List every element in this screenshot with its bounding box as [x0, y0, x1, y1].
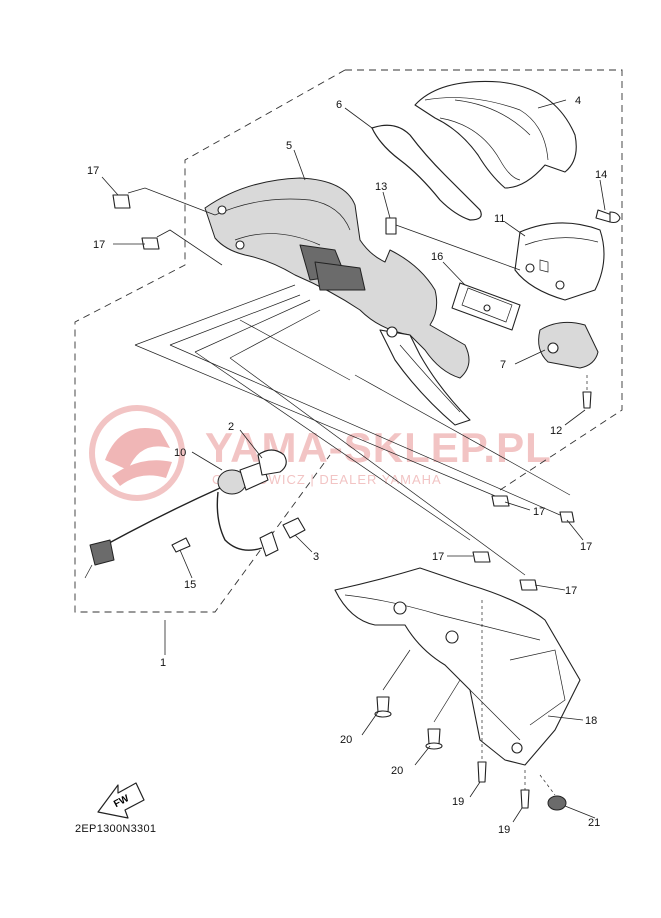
callout-7: 7	[500, 359, 506, 371]
callout-17-a: 17	[87, 165, 99, 177]
callout-20-b: 20	[391, 765, 403, 777]
guide-lines	[134, 284, 571, 576]
part-21-grommet	[539, 774, 567, 811]
part-6-gasket	[371, 124, 482, 221]
callout-11: 11	[494, 213, 505, 225]
callout-3: 3	[313, 551, 319, 563]
callout-2: 2	[228, 421, 234, 433]
part-18-fender	[334, 567, 581, 766]
assembly-boundary	[74, 69, 623, 613]
callout-20-a: 20	[340, 734, 352, 746]
part-11-lens	[514, 222, 605, 301]
part-16-plate	[451, 282, 521, 331]
part-2-bulb	[257, 449, 287, 476]
forward-arrow-icon: FW	[97, 782, 145, 819]
callout-17-d: 17	[580, 541, 592, 553]
watermark-tagline: CIECHOWICZ | DEALER YAMAHA	[212, 472, 442, 487]
part-17-clips	[112, 194, 575, 591]
callout-6: 6	[336, 99, 342, 111]
callout-10: 10	[174, 447, 186, 459]
callout-1: 1	[160, 657, 166, 669]
callout-15: 15	[184, 579, 196, 591]
part-7-license-light	[538, 321, 599, 369]
leader-lines	[101, 99, 606, 823]
part-13-clip	[385, 217, 397, 235]
part-19-screws	[477, 600, 530, 809]
callout-17-b: 17	[93, 239, 105, 251]
part-12-screw	[582, 375, 592, 409]
part-5-housing	[204, 177, 471, 426]
part-14-screw	[595, 209, 621, 224]
callout-13: 13	[375, 181, 387, 193]
callout-16: 16	[431, 251, 443, 263]
callout-21: 21	[588, 817, 600, 829]
wiring-harness	[84, 487, 279, 579]
callout-17-f: 17	[565, 585, 577, 597]
callout-18: 18	[585, 715, 597, 727]
part-20-bolts	[374, 649, 461, 750]
callout-19-a: 19	[452, 796, 464, 808]
callout-12: 12	[550, 425, 562, 437]
callout-4: 4	[575, 95, 581, 107]
callout-labels: 4 6 5 17 17 13 14 11 16 7 12 2 10 3 15 1…	[87, 95, 607, 836]
callout-5: 5	[286, 140, 292, 152]
diagram-code: 2EP1300N3301	[75, 823, 156, 835]
part-15-screw	[171, 537, 191, 553]
part-3-bulb	[282, 517, 306, 539]
callout-17-c: 17	[533, 506, 545, 518]
callout-17-e: 17	[432, 551, 444, 563]
callout-19-b: 19	[498, 824, 510, 836]
part-4-tail-cover	[414, 80, 577, 189]
watermark: YAMA-SKLEP.PL CIECHOWICZ | DEALER YAMAHA	[89, 405, 551, 501]
callout-14: 14	[595, 169, 607, 181]
